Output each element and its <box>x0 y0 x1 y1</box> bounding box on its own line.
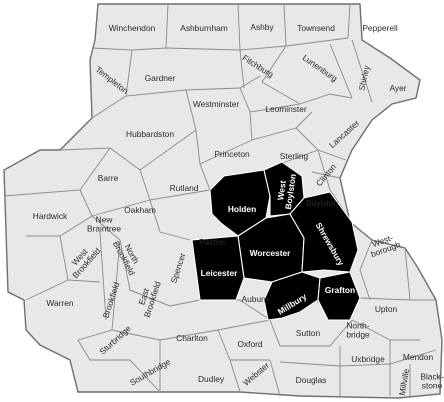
label-hubbardston-line: Hubbardston <box>126 129 174 139</box>
label-douglas-line: Douglas <box>296 375 327 385</box>
label-upton: Upton <box>375 304 398 314</box>
label-winchendon: Winchendon <box>109 23 156 33</box>
label-hardwick-line: Hardwick <box>33 211 68 221</box>
label-mendon: Mendon <box>403 352 434 362</box>
label-mendon-line: Mendon <box>403 352 434 362</box>
label-blackstone: Black-stone <box>420 372 443 391</box>
label-uxbridge-line: Uxbridge <box>351 354 385 364</box>
label-leicester: Leicester <box>201 268 239 278</box>
label-holden-line: Holden <box>228 204 256 214</box>
label-westminster-line: Westminster <box>193 99 240 109</box>
label-pepperell: Pepperell <box>362 23 398 33</box>
label-paxton: Paxton <box>199 237 225 247</box>
label-rutland-line: Rutland <box>170 183 199 193</box>
label-newbraintree-line: New <box>96 215 114 225</box>
label-northbridge-line: bridge <box>346 330 370 340</box>
label-warren: Warren <box>46 298 73 308</box>
label-blackstone-line: Black- <box>420 372 443 382</box>
highlighted-towns <box>191 161 361 321</box>
label-westboylston-line: Boylston <box>283 173 298 210</box>
label-ashby: Ashby <box>250 22 274 32</box>
label-leominster-line: Leominster <box>265 104 307 114</box>
label-westminster: Westminster <box>193 99 240 109</box>
label-boylston-line: Boylston <box>306 198 338 208</box>
label-ashburnham-line: Ashburnham <box>180 23 228 33</box>
region-grafton <box>317 271 361 321</box>
town-boundaries <box>3 3 437 397</box>
label-worcester-line: Worcester <box>250 248 292 258</box>
label-oakham: Oakham <box>124 205 156 215</box>
label-sterling-line: Sterling <box>280 151 309 161</box>
label-westboylston: WestBoylston <box>274 172 298 210</box>
label-oakham-line: Oakham <box>124 205 156 215</box>
label-sterling: Sterling <box>280 151 309 161</box>
label-millville: Millville <box>397 368 412 397</box>
label-gardner-line: Gardner <box>145 73 176 83</box>
label-paxton-line: Paxton <box>199 237 225 247</box>
label-pepperell-line: Pepperell <box>362 23 398 33</box>
label-princeton-line: Princeton <box>214 149 250 159</box>
label-ashby-line: Ashby <box>250 22 274 32</box>
label-oxford: Oxford <box>237 339 262 349</box>
label-charlton: Charlton <box>176 333 208 343</box>
label-ashburnham: Ashburnham <box>180 23 228 33</box>
label-townsend: Townsend <box>297 23 335 33</box>
label-grafton: Grafton <box>325 285 355 295</box>
label-barre-line: Barre <box>98 173 119 183</box>
label-uxbridge: Uxbridge <box>351 354 385 364</box>
label-grafton-line: Grafton <box>325 285 355 295</box>
region-millbury <box>263 271 321 321</box>
label-hubbardston: Hubbardston <box>126 129 174 139</box>
label-northbridge: North-bridge <box>346 321 370 340</box>
label-douglas: Douglas <box>296 375 327 385</box>
label-newbraintree-line: Braintree <box>87 224 121 234</box>
label-millville-line: Millville <box>397 368 412 397</box>
region-shrewsbury <box>289 191 359 273</box>
label-westboylston-line: West <box>275 180 288 201</box>
label-hardwick: Hardwick <box>33 211 68 221</box>
label-ayer: Ayer <box>389 83 406 93</box>
label-auburn: Auburn <box>241 294 268 304</box>
region-leicester <box>191 235 245 301</box>
label-sutton: Sutton <box>296 328 321 338</box>
label-blackstone-line: stone <box>422 381 443 391</box>
label-dudley: Dudley <box>198 374 225 384</box>
label-upton-line: Upton <box>375 304 398 314</box>
label-dudley-line: Dudley <box>198 374 225 384</box>
label-leominster: Leominster <box>265 104 307 114</box>
label-leicester-line: Leicester <box>201 268 239 278</box>
label-townsend-line: Townsend <box>297 23 335 33</box>
label-winchendon-line: Winchendon <box>109 23 156 33</box>
label-boylston: Boylston <box>306 198 338 208</box>
label-barre: Barre <box>98 173 119 183</box>
label-warren-line: Warren <box>46 298 73 308</box>
label-sutton-line: Sutton <box>296 328 321 338</box>
label-gardner: Gardner <box>145 73 176 83</box>
label-rutland: Rutland <box>170 183 199 193</box>
label-auburn-line: Auburn <box>241 294 268 304</box>
label-northbridge-line: North- <box>346 321 369 331</box>
label-worcester: Worcester <box>250 248 292 258</box>
label-oxford-line: Oxford <box>237 339 262 349</box>
label-holden: Holden <box>228 204 256 214</box>
label-charlton-line: Charlton <box>176 333 208 343</box>
label-ayer-line: Ayer <box>389 83 406 93</box>
label-princeton: Princeton <box>214 149 250 159</box>
